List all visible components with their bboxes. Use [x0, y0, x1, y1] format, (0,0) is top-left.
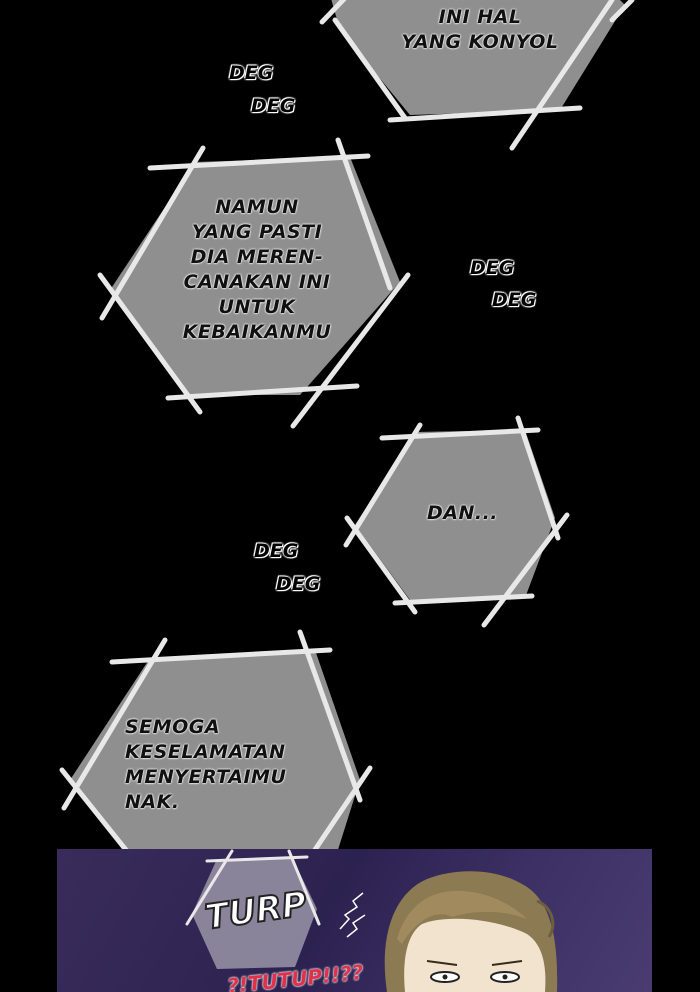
- speech-bubble-4: [59, 629, 373, 908]
- sfx-deg-3: DEG: [470, 257, 515, 279]
- sfx-deg-4: DEG: [492, 289, 537, 311]
- bubble-4-text: SEMOGA KESELAMATAN MENYERTAIMU NAK.: [125, 716, 287, 813]
- shake-lines-icon: [339, 892, 366, 938]
- comic-panel-bottom: TURP ?!TUTUP!!??: [57, 849, 652, 992]
- panel-art: [185, 849, 558, 992]
- sfx-deg-5: DEG: [254, 540, 299, 562]
- bubble-3-text: DAN...: [426, 502, 499, 524]
- character-boy-illustration: [384, 871, 558, 992]
- speech-bubble-3: [343, 415, 570, 628]
- speech-bubble-1: [319, 0, 635, 151]
- sfx-deg-2: DEG: [251, 95, 296, 117]
- bubble-2-text: NAMUN YANG PASTI DIA MEREN- CANAKAN INI …: [182, 196, 332, 343]
- speech-bubble-2: [97, 137, 411, 429]
- sfx-deg-6: DEG: [276, 573, 321, 595]
- bubble-1-text: MENGANGGAP INI HAL YANG KONYOL: [401, 0, 559, 53]
- sfx-deg-1: DEG: [229, 62, 274, 84]
- turp-bubble: [185, 849, 321, 969]
